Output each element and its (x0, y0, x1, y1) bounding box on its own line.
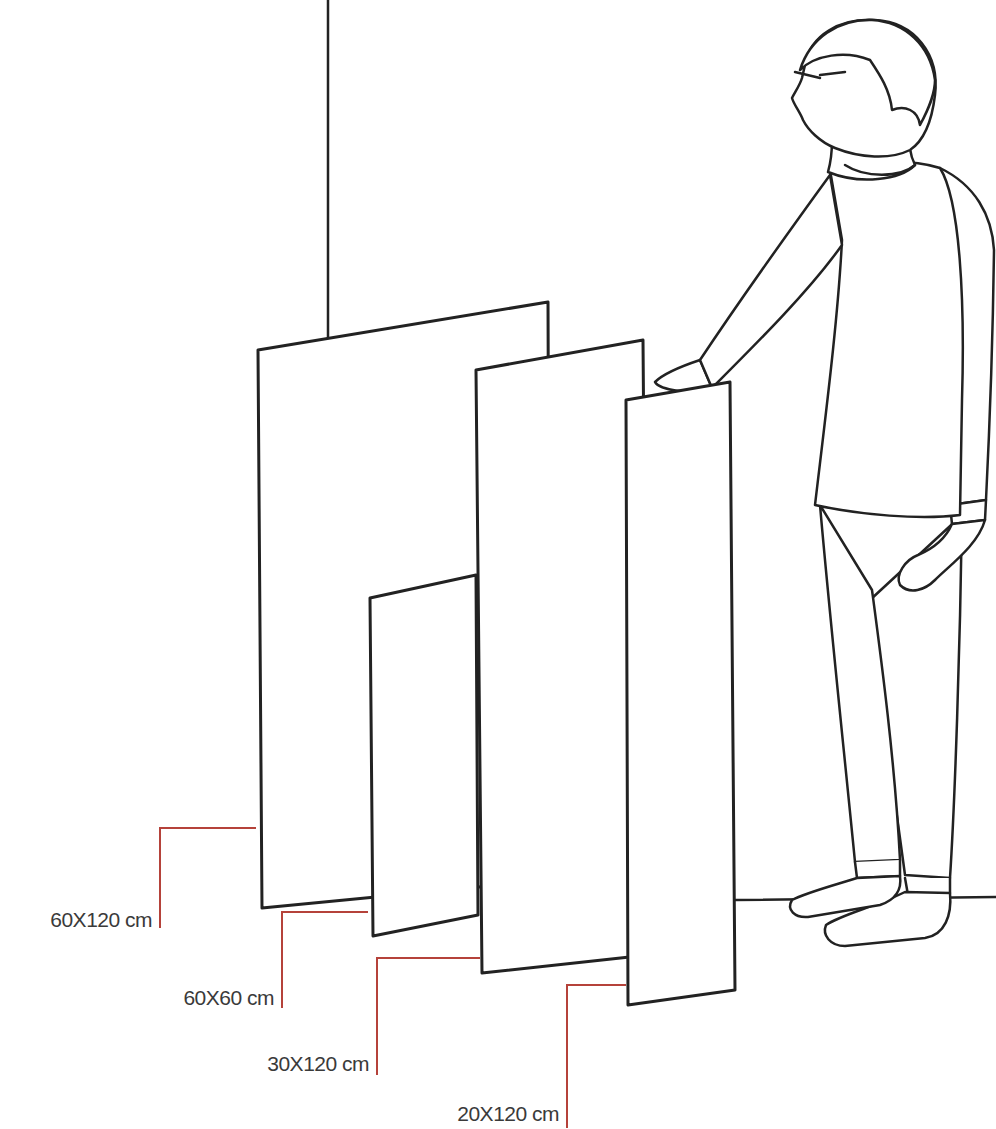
tile-30x120 (476, 340, 648, 973)
leader-line (377, 958, 480, 1075)
wall-corner (327, 0, 330, 345)
dimension-label: 30X120 cm (267, 1053, 369, 1074)
dimension-label: 60X120 cm (50, 909, 152, 930)
tile-20x120 (626, 382, 735, 1005)
tile-60x60 (370, 575, 478, 936)
dimension-label: 20X120 cm (457, 1103, 559, 1124)
leader-lines (160, 828, 626, 1128)
leader-line (160, 828, 256, 928)
leader-line (282, 912, 368, 1008)
dimension-label: 60X60 cm (183, 987, 274, 1008)
leader-line (567, 985, 626, 1128)
